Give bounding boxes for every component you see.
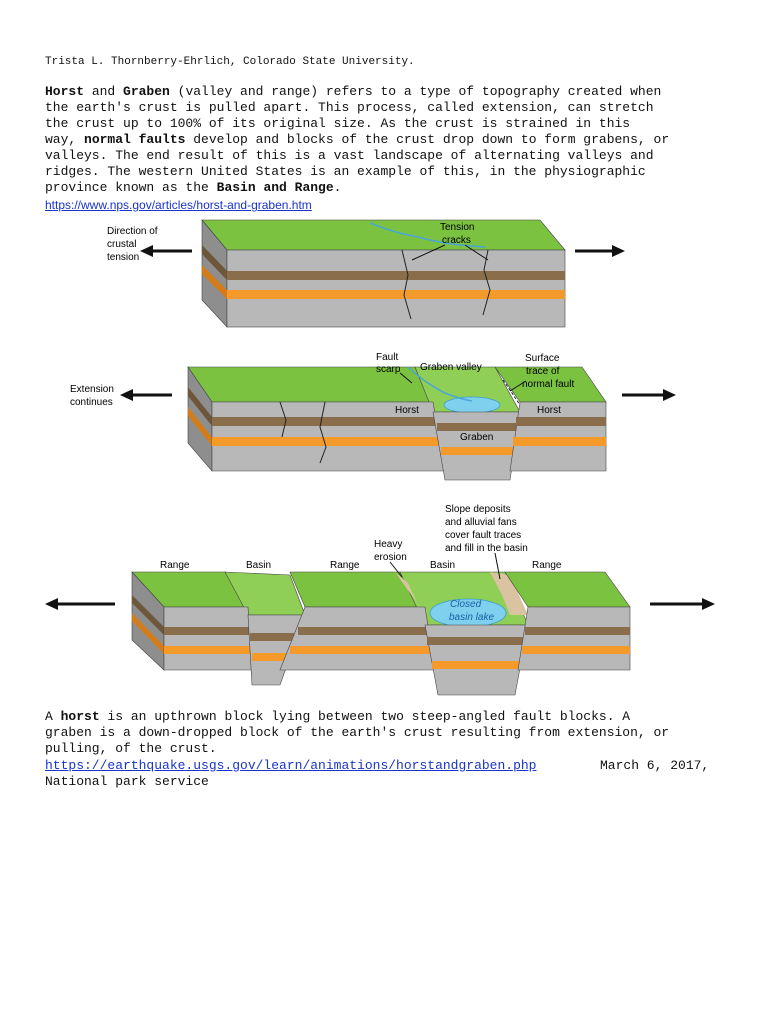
label-extension: Extension <box>70 384 114 395</box>
label-basin-lake: basin lake <box>449 612 494 623</box>
intro-line-7-pre: province known as the <box>45 180 217 195</box>
outro-pre: A <box>45 709 61 724</box>
intro-and: and <box>84 84 124 99</box>
label-slope-3: cover fault traces <box>445 530 521 541</box>
term-basin-and-range: Basin and Range <box>216 180 334 195</box>
panel-1-initial-crust: Direction of crustal tension Tension cra… <box>107 219 625 328</box>
label-normal-fault: normal fault <box>522 379 574 390</box>
intro-line-4-pre: way, <box>45 132 85 147</box>
label-horst-left: Horst <box>395 405 419 416</box>
label-graben: Graben <box>460 432 493 443</box>
author-line: Trista L. Thornberry-Ehrlich, Colorado S… <box>45 56 415 68</box>
source-text: National park service <box>45 774 209 789</box>
outro-line-1: is an upthrown block lying between two s… <box>99 709 631 724</box>
label-slope-2: and alluvial fans <box>445 517 517 528</box>
label-basin-1: Basin <box>246 560 271 571</box>
label-range-2: Range <box>330 560 360 571</box>
horst-graben-diagram: Direction of crustal tension Tension cra… <box>45 219 715 696</box>
usgs-link[interactable]: https://earthquake.usgs.gov/learn/animat… <box>45 758 537 773</box>
label-trace-of: trace of <box>526 366 560 377</box>
label-horst-right: Horst <box>537 405 561 416</box>
label-scarp: scarp <box>376 364 401 375</box>
label-direction-3: tension <box>107 252 139 263</box>
outro-paragraph: A horst is an upthrown block lying betwe… <box>45 709 669 757</box>
label-slope-1: Slope deposits <box>445 504 511 515</box>
intro-line-5: valleys. The end result of this is a vas… <box>45 148 654 163</box>
intro-line-4-rest: develop and blocks of the crust drop dow… <box>185 132 670 147</box>
label-range-1: Range <box>160 560 190 571</box>
outro-line-2: graben is a down-dropped block of the ea… <box>45 725 670 740</box>
label-closed: Closed <box>450 599 482 610</box>
intro-line-3: the crust up to 100% of its original siz… <box>45 116 631 131</box>
label-direction-1: Direction of <box>107 226 158 237</box>
panel-3-basin-and-range: Range Basin Range Heavy erosion Basin Ra… <box>45 504 715 696</box>
intro-line-7-end: . <box>333 180 342 195</box>
intro-line-6: ridges. The western United States is an … <box>45 164 646 179</box>
label-range-3: Range <box>532 560 562 571</box>
date-text: March 6, 2017, <box>600 758 710 773</box>
term-normal-faults: normal faults <box>84 132 186 147</box>
nps-link[interactable]: https://www.nps.gov/articles/horst-and-g… <box>45 198 312 212</box>
label-graben-valley: Graben valley <box>420 362 482 373</box>
intro-line-1: (valley and range) refers to a type of t… <box>169 84 662 99</box>
label-fault: Fault <box>376 352 398 363</box>
term-horst: Horst <box>45 84 85 99</box>
intro-paragraph: Horst and Graben (valley and range) refe… <box>45 84 669 196</box>
term-horst-2: horst <box>60 709 100 724</box>
label-surface: Surface <box>525 353 560 364</box>
label-continues: continues <box>70 397 113 408</box>
label-basin-2: Basin <box>430 560 455 571</box>
intro-line-2: the earth's crust is pulled apart. This … <box>45 100 654 115</box>
panel-2-graben-forms: Extension continues Fault scarp Graben v… <box>70 352 676 481</box>
label-cracks: cracks <box>442 235 471 246</box>
label-slope-4: and fill in the basin <box>445 543 528 554</box>
label-erosion: erosion <box>374 552 407 563</box>
label-tension: Tension <box>440 222 474 233</box>
term-graben: Graben <box>123 84 170 99</box>
label-heavy: Heavy <box>374 539 402 550</box>
outro-line-3: pulling, of the crust. <box>45 741 217 756</box>
label-direction-2: crustal <box>107 239 136 250</box>
